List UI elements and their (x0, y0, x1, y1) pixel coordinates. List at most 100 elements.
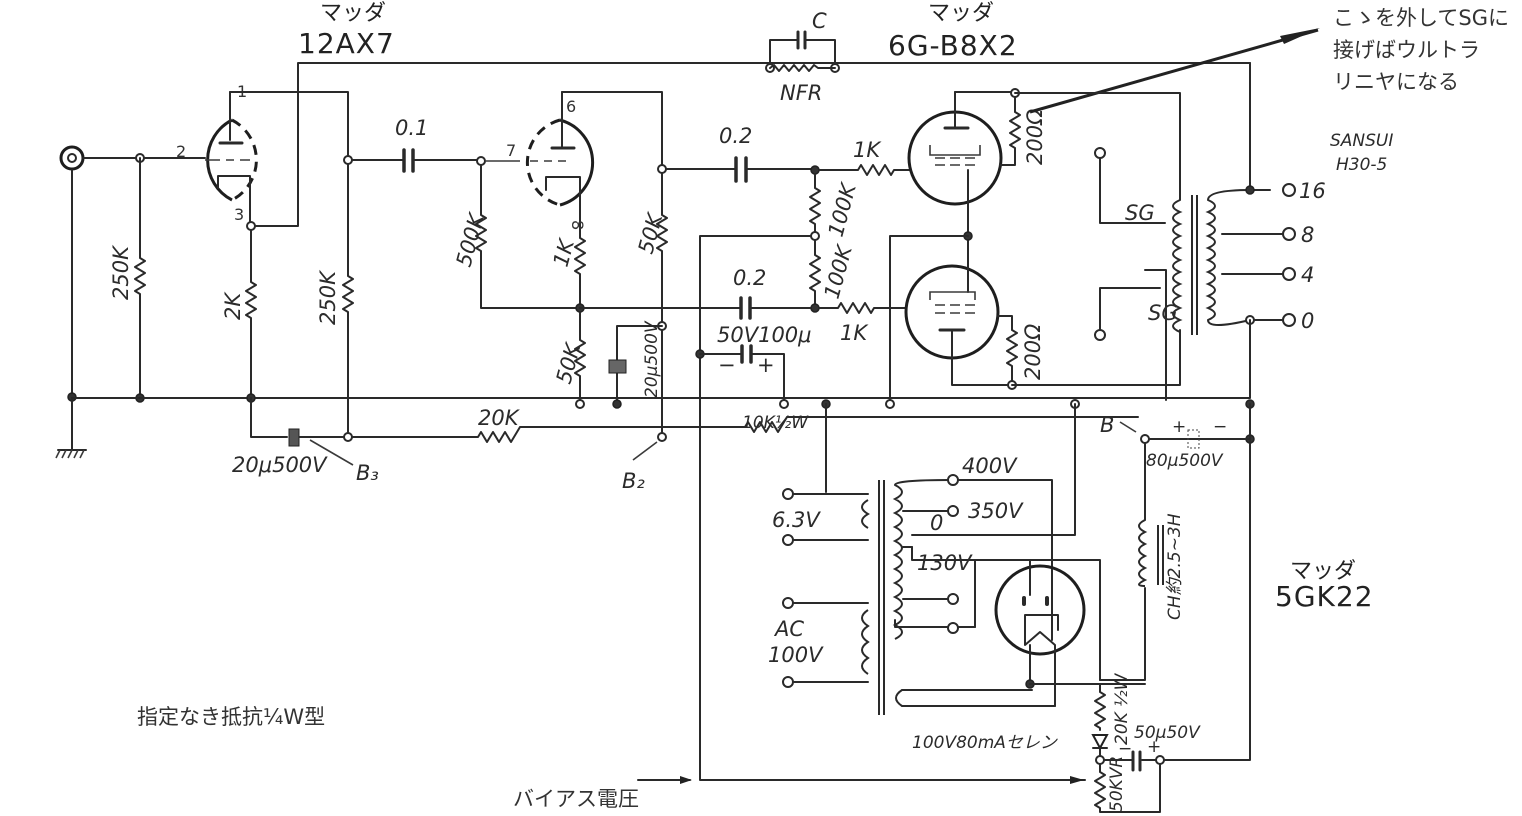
label-c-b3: 20μ500V (232, 453, 328, 477)
label-r-dropper: 20K (478, 406, 521, 430)
wire-350v (911, 403, 1076, 536)
wire-choke (1099, 442, 1146, 681)
arrow-b2 (632, 441, 658, 461)
label-tap-130v: 130V (917, 551, 973, 575)
wire-nfb-cap (769, 39, 836, 65)
tube-type-v1: 12AX7 (298, 27, 395, 60)
capacitor-nfb (796, 30, 807, 50)
terminal-350v[interactable] (947, 505, 959, 517)
tube-6gb8-bottom (904, 235, 1013, 386)
label-r-10k: 10K½W (742, 413, 809, 433)
capacitor-0-2-top (734, 156, 748, 183)
wire-nfb-tap (1249, 62, 1271, 191)
label-node-b3: B₃ (356, 461, 379, 485)
ot-brand: SANSUI (1330, 131, 1393, 151)
terminal-400v[interactable] (947, 474, 959, 486)
wire-nfb (254, 62, 1251, 227)
node (343, 155, 353, 165)
node (657, 432, 667, 442)
label-c-coupling1: 0.1 (395, 116, 428, 140)
tube-maker-output: マッダ (928, 1, 994, 26)
label-ac-voltage: 100V (768, 643, 824, 667)
node (810, 231, 820, 241)
tube-type-output: 6G-B8X2 (888, 29, 1018, 62)
label-tap-400v: 400V (962, 454, 1018, 478)
terminal-rect-2[interactable] (947, 622, 959, 634)
label-node-b: B (1100, 413, 1114, 437)
node (1140, 434, 1150, 444)
node (1245, 185, 1255, 195)
pin-label: 7 (506, 141, 516, 160)
terminal[interactable] (1094, 147, 1106, 159)
terminal-rect-1[interactable] (947, 593, 959, 605)
terminal-heater-2[interactable] (782, 534, 794, 546)
label-sg-top: SG (1125, 201, 1155, 225)
label-heater: 6.3V (772, 508, 821, 532)
tube-6gb8-top (907, 91, 1003, 237)
resistor-20k-bias (1094, 683, 1106, 731)
terminal-heater-1[interactable] (782, 488, 794, 500)
tap-label: 8 (1301, 223, 1314, 247)
pin-label: 2 (176, 142, 186, 161)
resistor-1k-cathode2 (574, 229, 586, 309)
speaker-terminal-4[interactable]: 4 (1282, 263, 1314, 287)
label-r-plate1: 250K (316, 269, 340, 325)
label-plus: + (757, 353, 775, 377)
label-vr-bias: 50KVR (1107, 756, 1127, 812)
resistor-200-top (999, 99, 1021, 166)
power-transformer (787, 479, 1056, 715)
label-r-bias: 20K ½W (1112, 672, 1132, 745)
selenium-rectifier (1091, 734, 1109, 751)
label-r-cathode1: 2K (221, 291, 245, 320)
label-c-coupling-top: 0.2 (719, 124, 752, 148)
wire-plate-top (954, 91, 1016, 101)
ground-icon (55, 397, 87, 459)
arrow-icon (680, 776, 692, 784)
resistor-200-bottom (997, 315, 1018, 386)
speaker-terminal-16[interactable]: 16 (1282, 179, 1326, 203)
tube-12ax7-section2 (485, 91, 595, 231)
tube-maker-rect: マッダ (1290, 559, 1356, 584)
pin-label: 6 (566, 97, 576, 116)
label-r-screen-bot: 200Ω (1021, 324, 1045, 380)
node (612, 399, 622, 409)
ot-model: H30-5 (1336, 155, 1387, 175)
node (810, 165, 820, 175)
capacitor-50v100u (740, 344, 753, 364)
capacitor-20u500v-b3 (288, 428, 300, 447)
wire-cathode-output (889, 235, 969, 405)
capacitor-50u50v (1131, 750, 1142, 772)
node (575, 399, 585, 409)
label-ac: AC (773, 617, 804, 641)
wire-plate1 (229, 91, 349, 161)
resistor-nfr (769, 64, 836, 72)
wire-filter (1148, 403, 1251, 761)
node (1095, 755, 1105, 765)
node (657, 164, 667, 174)
terminal-ac-2[interactable] (782, 676, 794, 688)
terminal[interactable] (1094, 329, 1106, 341)
resistor-500k (475, 164, 581, 309)
input-jack (59, 145, 85, 171)
tap-label: 16 (1299, 179, 1326, 203)
arrow-b3 (309, 439, 354, 466)
speaker-terminal-8[interactable]: 8 (1282, 223, 1314, 247)
tap-label: 4 (1301, 263, 1314, 287)
capacitor-0-1 (402, 148, 415, 173)
pointer-line (1029, 28, 1319, 114)
ground-rail (71, 319, 1251, 399)
label-tap-0: 0 (930, 511, 943, 535)
pointer-tip (1280, 28, 1320, 44)
label-selenium: 100V80mAセレン (912, 733, 1058, 753)
resistor-250k-input (134, 157, 146, 399)
resistor-1k-grid-top (818, 164, 911, 176)
node (476, 156, 486, 166)
label-plus: + (1172, 417, 1186, 437)
terminal-ac-1[interactable] (782, 597, 794, 609)
potentiometer-50kvr[interactable] (1094, 763, 1161, 813)
note-bias: バイアス電圧 (513, 787, 639, 811)
label-r-input: 250K (109, 244, 133, 300)
speaker-terminal-0[interactable]: 0 (1282, 309, 1314, 333)
choke-core (1157, 525, 1164, 585)
label-plus: + (1147, 737, 1161, 757)
